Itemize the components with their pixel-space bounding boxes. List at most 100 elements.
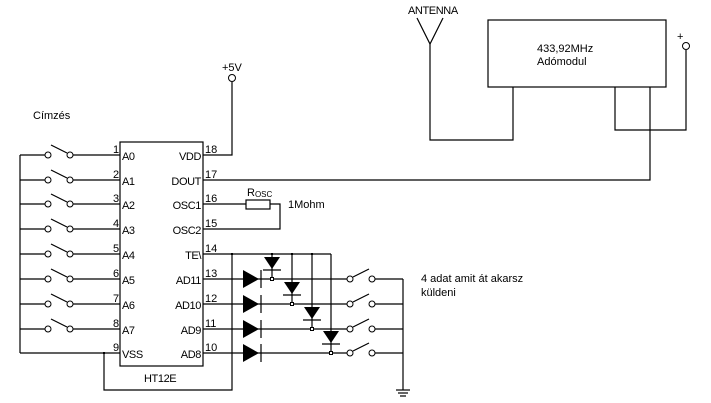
supply-terminal (228, 74, 236, 82)
address-switch[interactable] (20, 243, 120, 258)
pin-number: 15 (205, 218, 217, 230)
switch-contact (346, 300, 354, 308)
diode-icon (243, 270, 259, 288)
vdd-wire (203, 82, 233, 156)
pin-number: 8 (113, 318, 119, 330)
switch-contact (66, 225, 74, 233)
address-switch[interactable] (20, 293, 120, 308)
transmitter-module: 433,92MHz Adómodul + (487, 19, 690, 131)
junction-node (310, 327, 314, 331)
antenna-icon (416, 17, 444, 46)
switch-lever (50, 243, 68, 253)
module-frequency: 433,92MHz (537, 43, 593, 55)
pin-number: 12 (205, 293, 217, 305)
pin-number: 10 (205, 342, 217, 354)
switch-lever (352, 293, 370, 303)
pin-name: AD8 (181, 349, 201, 361)
data-switch[interactable] (346, 268, 403, 283)
antenna: ANTENNA (408, 5, 514, 141)
switch-lever (50, 144, 68, 154)
switch-lever (352, 268, 370, 278)
switch-lever (50, 268, 68, 278)
supply-label: +5V (222, 62, 243, 74)
pin-name: VSS (122, 349, 143, 361)
pin-name: VDD (179, 151, 201, 163)
switch-contact (346, 349, 354, 357)
switch-contact (66, 151, 74, 159)
data-switch[interactable] (346, 318, 403, 333)
switch-contact (66, 275, 74, 283)
pin-number: 11 (205, 318, 216, 330)
module-plus-terminal (682, 42, 690, 50)
ic-body (119, 141, 204, 367)
switch-contact (66, 200, 74, 208)
switch-contact (368, 325, 376, 333)
address-switch[interactable] (20, 318, 120, 333)
module-plus-label: + (677, 31, 683, 43)
address-switch[interactable] (20, 193, 120, 208)
resistor-body (245, 199, 271, 210)
antenna-label: ANTENNA (408, 5, 459, 17)
switch-contact (44, 200, 52, 208)
data-lines (203, 254, 403, 362)
switch-contact (44, 275, 52, 283)
pin-number: 17 (205, 169, 217, 181)
pin-name: OSC2 (173, 225, 202, 237)
switch-contact (368, 300, 376, 308)
switch-lever (50, 169, 68, 179)
diode-icon (243, 320, 259, 338)
resistor-label: ROSC (247, 187, 273, 199)
switch-lever (50, 293, 68, 303)
ic-right-pins: 18VDD17DOUT16OSC115OSC214TE\13AD1112AD10… (171, 144, 217, 361)
pin-number: 6 (113, 268, 119, 280)
address-switches (20, 144, 120, 333)
address-switch[interactable] (20, 169, 120, 184)
diode-icon (243, 295, 259, 313)
pin-name: DOUT (171, 176, 201, 188)
switch-contact (44, 325, 52, 333)
supply-5v: +5V (203, 62, 243, 156)
switch-contact (368, 275, 376, 283)
address-switch[interactable] (20, 268, 120, 283)
pin-name: TE\ (185, 250, 202, 262)
pin-name: A5 (122, 275, 135, 287)
pin-number: 16 (205, 193, 217, 205)
switch-contact (66, 250, 74, 258)
data-note-line2: küldeni (421, 287, 456, 299)
pin-name: AD11 (176, 275, 201, 287)
pin-number: 7 (113, 293, 119, 305)
diode-icon (243, 344, 259, 362)
pin-number: 18 (205, 144, 217, 156)
module-body (487, 19, 667, 88)
data-switch[interactable] (346, 293, 403, 308)
pin-name: A1 (122, 176, 135, 188)
switch-lever (50, 318, 68, 328)
address-switch[interactable] (20, 144, 120, 159)
pin-number: 13 (205, 268, 217, 280)
junction-node (329, 351, 333, 355)
data-switch[interactable] (346, 342, 403, 357)
switch-contact (44, 151, 52, 159)
module-power-wire (614, 50, 687, 131)
data-line (203, 254, 403, 338)
pin-name: A3 (122, 225, 135, 237)
junction-node (270, 277, 274, 281)
ground-symbol (396, 389, 410, 397)
address-switch[interactable] (20, 218, 120, 233)
pin-name: A6 (122, 300, 135, 312)
vss-te-loop (103, 254, 233, 391)
switch-contact (346, 325, 354, 333)
data-line (203, 254, 403, 362)
diode-icon (323, 331, 339, 343)
module-name: Adómodul (537, 56, 587, 68)
switch-lever (50, 193, 68, 203)
switch-contact (368, 349, 376, 357)
switch-lever (50, 218, 68, 228)
switch-contact (44, 250, 52, 258)
switch-contact (44, 225, 52, 233)
junction-dot (103, 352, 105, 354)
junction-node (290, 302, 294, 306)
